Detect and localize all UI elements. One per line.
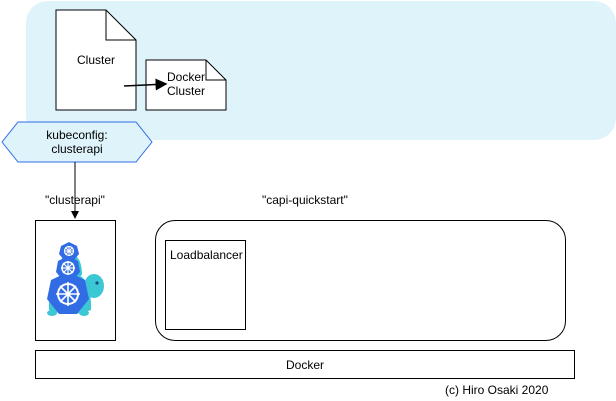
cluster-label: Cluster (76, 53, 115, 67)
capi-quickstart-cluster-label: "capi-quickstart" (262, 193, 348, 207)
docker-cluster-label-line1: Docker (166, 70, 205, 85)
clusterapi-cluster-box (35, 220, 116, 341)
docker-cluster-document-fold (205, 60, 226, 81)
kubeconfig-hexagon (1, 121, 153, 163)
docker-cluster-node: Docker Cluster (146, 60, 226, 110)
kubeconfig-node: kubeconfig: clusterapi (2, 122, 152, 162)
loadbalancer-label: Loadbalancer (170, 248, 243, 262)
footer-credit: (c) Hiro Osaki 2020 (445, 383, 549, 397)
cluster-document-shape (55, 9, 137, 111)
docker-cluster-label-line2: Cluster (166, 84, 205, 98)
cluster-node: Cluster (56, 10, 136, 110)
kubeconfig-label-line2: clusterapi (51, 142, 103, 156)
cluster-to-dockercluster-arrow (123, 78, 168, 91)
kubeconfig-label-line1: kubeconfig: (46, 127, 108, 142)
docker-layer-box: Docker (35, 350, 575, 379)
loadbalancer-box: Loadbalancer (165, 240, 246, 330)
cluster-document-fold (105, 10, 136, 41)
docker-label: Docker (285, 357, 324, 372)
clusterapi-cluster-label: "clusterapi" (45, 193, 105, 207)
